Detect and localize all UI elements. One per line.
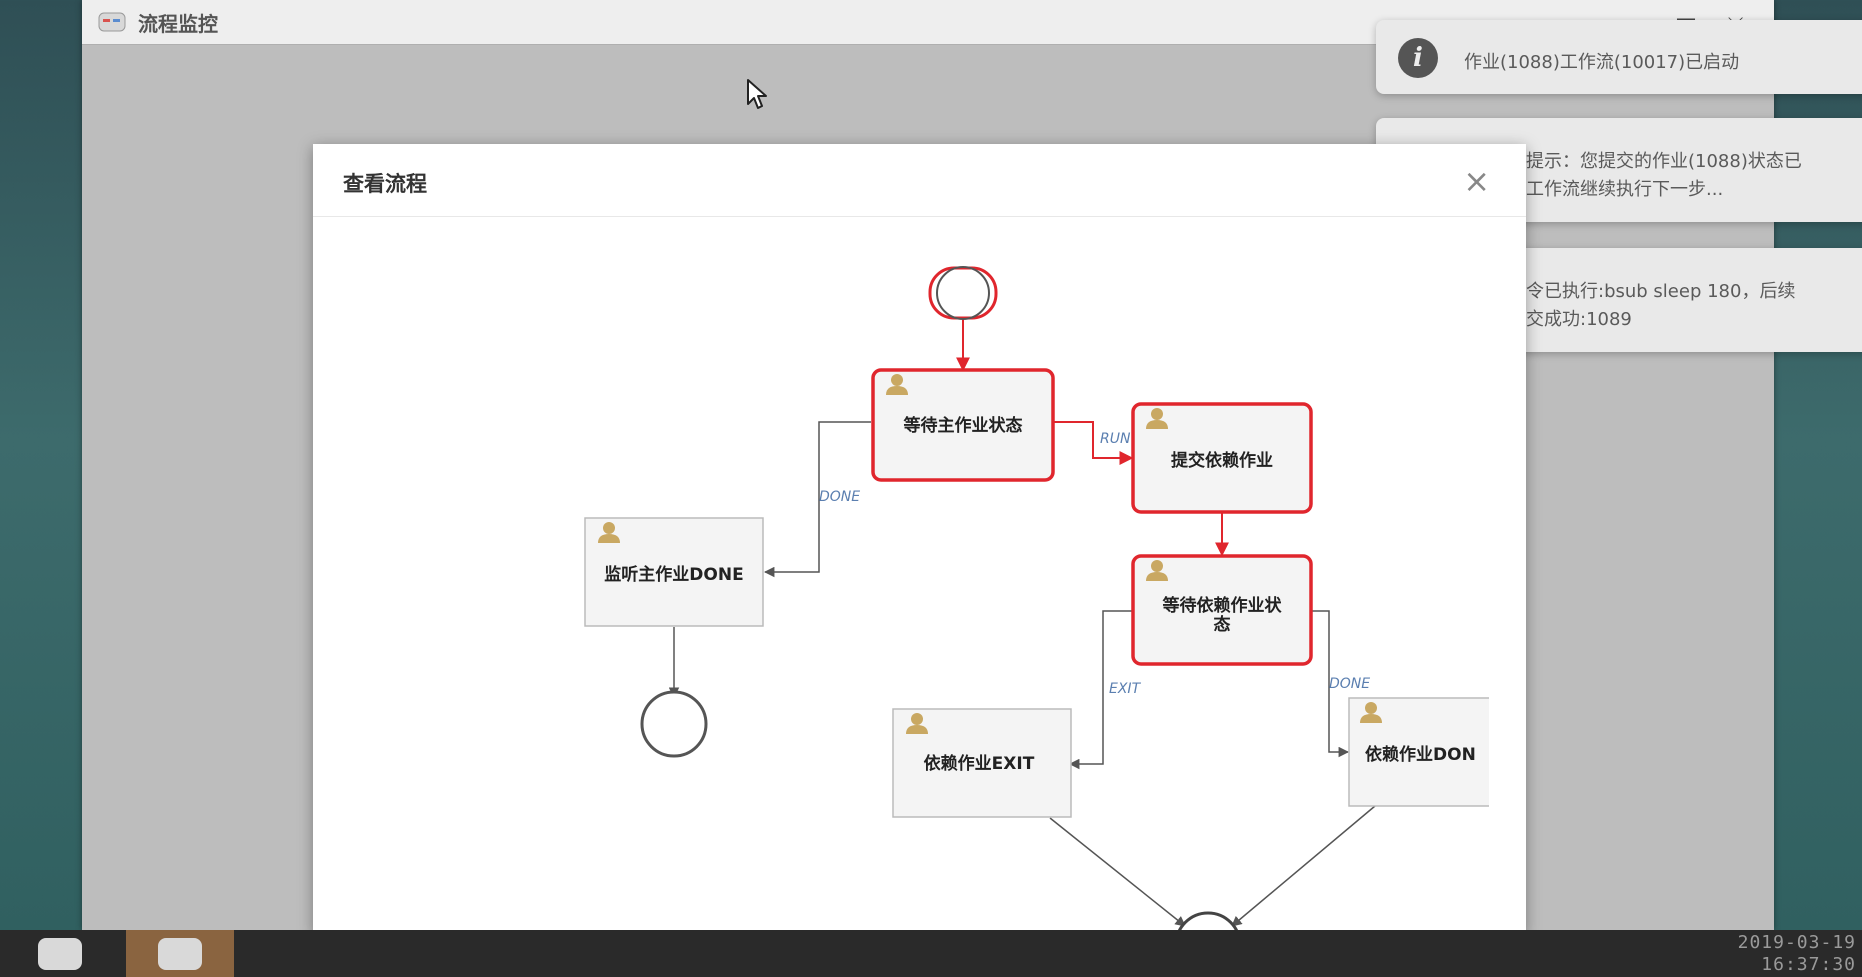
task-label: 等待主作业状态 [904, 415, 1023, 436]
flow-edge [1231, 805, 1376, 927]
info-icon: i [1398, 38, 1438, 78]
app-title: 流程监控 [138, 11, 218, 36]
clock-date: 2019-03-19 [1737, 932, 1856, 953]
task-label: 等待依赖作业状 [1163, 595, 1283, 616]
clock-time: 16:37:30 [1761, 954, 1856, 975]
notification-toast[interactable]: i 作业(1088)工作流(10017)已启动 [1376, 20, 1862, 94]
taskbar-app-button-active[interactable] [126, 930, 234, 977]
task-label: 提交依赖作业 [1171, 450, 1273, 471]
edge-label-exit: EXIT [1109, 681, 1142, 697]
toast-message: 令已执行:bsub sleep 180，后续 交成功:1089 [1526, 278, 1795, 334]
close-icon[interactable]: × [1463, 162, 1490, 200]
dialog-clip-edge [1489, 684, 1526, 824]
toast-message: 提示：您提交的作业(1088)状态已 工作流继续执行下一步... [1526, 148, 1802, 204]
toast-line: 交成功:1089 [1526, 309, 1632, 330]
taskbar-app-button[interactable] [20, 930, 100, 977]
end-event[interactable] [640, 690, 708, 758]
task-label: 态 [1214, 614, 1231, 635]
flow-edge [1068, 610, 1132, 770]
view-flow-dialog: 查看流程 × RUN DONE EXIT DONE [313, 144, 1526, 934]
taskbar: 2019-03-19 16:37:30 [0, 930, 1862, 977]
app-icon [38, 938, 82, 970]
toast-message: 作业(1088)工作流(10017)已启动 [1464, 52, 1740, 73]
task-wait-main-status[interactable]: 等待主作业状态 [871, 368, 1055, 482]
toast-line: 工作流继续执行下一步... [1526, 179, 1724, 200]
start-event-circle [936, 266, 990, 320]
task-listen-main-done[interactable]: 监听主作业DONE [584, 517, 764, 627]
flow-edge [1312, 610, 1350, 758]
dialog-title: 查看流程 [343, 172, 427, 196]
edge-label-done: DONE [819, 489, 860, 505]
flow-edge [763, 421, 871, 578]
flow-diagram: RUN DONE EXIT DONE 等待主作业状态 提交依赖作业 [584, 266, 1526, 927]
app-logo-icon [98, 12, 126, 32]
toast-line: 提示：您提交的作业(1088)状态已 [1526, 151, 1802, 172]
edge-label-done: DONE [1329, 676, 1370, 692]
flow-edge [1054, 421, 1134, 465]
toast-line: 令已执行:bsub sleep 180，后续 [1526, 281, 1796, 302]
dialog-header: 查看流程 × [313, 144, 1526, 217]
flow-edge [1049, 817, 1186, 927]
task-label: 依赖作业DON [1365, 744, 1476, 765]
task-label: 监听主作业DONE [604, 564, 743, 585]
edge-label-run: RUN [1100, 431, 1131, 447]
task-submit-dependent[interactable]: 提交依赖作业 [1131, 402, 1313, 514]
task-dependent-done[interactable]: 依赖作业DON [1348, 697, 1510, 807]
app-icon [158, 938, 202, 970]
mouse-cursor-icon [747, 79, 767, 109]
task-wait-dependent-status[interactable]: 等待依赖作业状 态 [1131, 554, 1313, 666]
system-clock[interactable]: 2019-03-19 16:37:30 [1738, 932, 1856, 976]
task-dependent-exit[interactable]: 依赖作业EXIT [892, 708, 1072, 818]
task-label: 依赖作业EXIT [924, 753, 1035, 774]
